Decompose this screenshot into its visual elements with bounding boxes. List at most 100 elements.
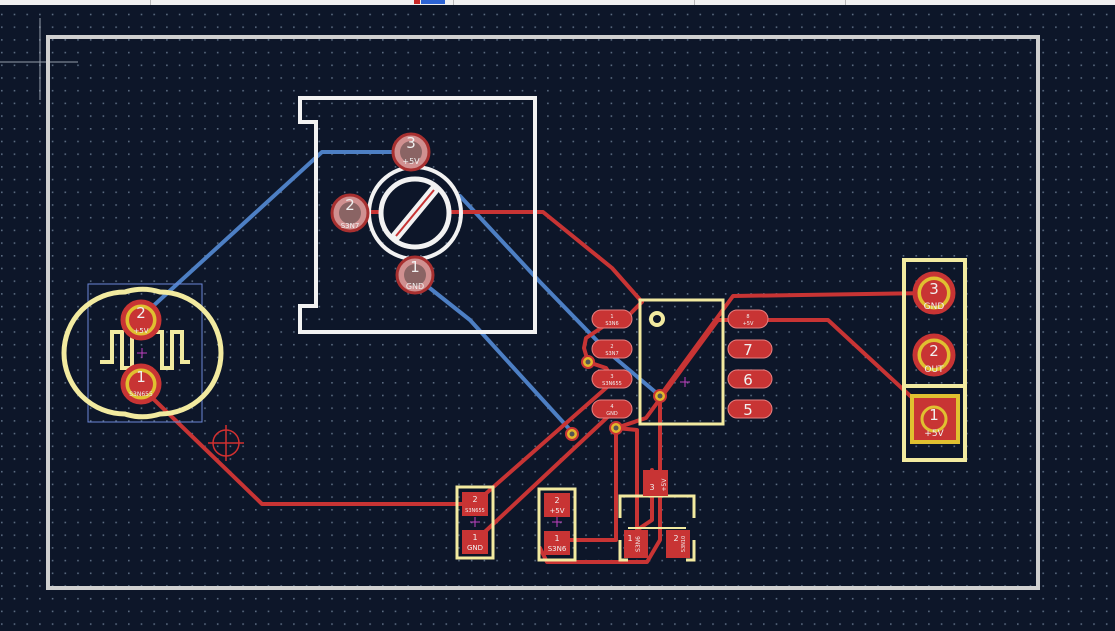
pad-net-label: +5V — [549, 507, 564, 515]
pcb-layout-svg[interactable]: 3 +5V 2 S3N7 1 GND 2 +5V 1 S3N655 — [0, 5, 1115, 627]
pin-number: 3 — [406, 134, 416, 152]
sensor-courtyard — [87, 283, 203, 423]
pad-net-label: S3N6 — [548, 545, 567, 553]
smd-left-footprint[interactable] — [455, 485, 495, 560]
ic-pad-3[interactable]: 3 S3N655 — [591, 369, 633, 389]
potentiometer-slot-track — [395, 189, 435, 237]
ic-footprint[interactable] — [638, 298, 725, 426]
transistor-pad-2[interactable]: 2 S3N10 — [666, 530, 690, 558]
pad-net-label: +5V — [661, 478, 668, 492]
pin-number: 1 — [929, 406, 939, 424]
track-5v-back — [138, 150, 412, 320]
sensor-outline — [61, 286, 224, 420]
ic-body-outline — [638, 298, 725, 426]
pad-number: 2 — [610, 344, 613, 350]
pad-number: 1 — [554, 534, 559, 543]
pad-net-label: GND — [606, 411, 618, 417]
pad-number: 6 — [743, 371, 753, 389]
track-5v-transistor — [614, 426, 639, 550]
ic-pad-1[interactable]: 1 S3N6 — [591, 309, 633, 329]
connector-pin-1[interactable]: 1 +5V — [910, 394, 960, 444]
pot-pin-3[interactable]: 3 +5V — [391, 132, 431, 172]
transistor-pad-1[interactable]: 1 S3N6 — [624, 530, 648, 558]
pad-number: 3 — [649, 483, 654, 492]
track-gnd-right — [538, 291, 936, 564]
ic-pad-8[interactable]: 8 +5V — [727, 309, 769, 329]
pin-number: 2 — [136, 304, 146, 322]
ic-pad-7[interactable]: 7 — [727, 339, 773, 359]
connector-pin-3[interactable]: 3 GND — [912, 271, 956, 315]
smd-mid-silkscreen — [537, 487, 577, 562]
pad-number: 1 — [472, 533, 477, 542]
smd-mid-footprint[interactable] — [537, 487, 577, 562]
pin-number: 2 — [345, 196, 355, 214]
track-s3n7-back — [458, 194, 662, 398]
pad-net-label: S3N7 — [605, 351, 618, 357]
pin-net-label: +5V — [924, 429, 944, 439]
smd-mid-pad-2[interactable]: 2 +5V — [544, 493, 570, 517]
pad-number: 2 — [554, 496, 559, 505]
smd-left-silkscreen — [455, 485, 495, 560]
smd-mid-pad-1[interactable]: 1 S3N6 — [544, 531, 570, 555]
pin-net-label: GND — [406, 282, 424, 291]
back-copper-tracks — [138, 150, 662, 434]
pad-number: 2 — [673, 534, 678, 543]
track-s3n7 — [346, 210, 644, 324]
smd-left-pad-1[interactable]: 1 GND — [462, 530, 488, 554]
toolbar-segment[interactable] — [151, 0, 454, 5]
origin-marker-icon — [208, 425, 244, 461]
window-toolbar-strip — [0, 0, 1115, 5]
layer-color-swatch[interactable] — [421, 0, 445, 4]
pin-net-label: S3N7 — [341, 222, 360, 230]
pad-number: 5 — [743, 401, 753, 419]
pad-net-label: S3N6 — [635, 536, 642, 552]
pad-number: 4 — [610, 404, 613, 410]
connector-pin-2[interactable]: 2 OUT — [912, 333, 956, 377]
pin-number: 2 — [929, 342, 939, 360]
sensor-pin-1[interactable]: 1 S3N655 — [120, 363, 162, 405]
track-s3n6-loop — [582, 320, 612, 364]
pot-pin-1[interactable]: 1 GND — [395, 255, 435, 295]
pin-net-label: OUT — [924, 365, 944, 375]
pad-number: 7 — [743, 341, 753, 359]
ic-pad-6[interactable]: 6 — [727, 369, 773, 389]
potentiometer-silkscreen — [298, 96, 537, 334]
connector-silkscreen — [902, 258, 967, 462]
pad-net-label: S3N655 — [602, 381, 622, 387]
pad-net-label: S3N655 — [465, 508, 485, 514]
pad-net-label: S3N6 — [605, 321, 618, 327]
pad-net-label: +5V — [743, 321, 754, 327]
pin-net-label: GND — [924, 302, 945, 312]
pin-number: 1 — [410, 258, 420, 276]
pin-net-label: S3N655 — [129, 391, 153, 398]
smd-left-pad-2[interactable]: 2 S3N655 — [462, 492, 488, 516]
pin-net-label: +5V — [402, 157, 420, 166]
ic-pad-4[interactable]: 4 GND — [591, 399, 633, 419]
track-gnd-back — [410, 272, 574, 434]
sensor-footprint[interactable] — [61, 283, 224, 423]
pad-number: 1 — [627, 534, 632, 543]
track-5v-connector — [744, 318, 934, 418]
pad-number: 3 — [610, 374, 613, 380]
layer-color-swatch[interactable] — [414, 0, 420, 4]
pad-net-label: S3N10 — [681, 536, 687, 552]
ic-pad-2[interactable]: 2 S3N7 — [591, 339, 633, 359]
pin-net-label: +5V — [133, 327, 148, 335]
pcb-canvas[interactable]: 3 +5V 2 S3N7 1 GND 2 +5V 1 S3N655 — [0, 5, 1115, 627]
toolbar-segment[interactable] — [695, 0, 846, 5]
pad-net-label: GND — [467, 544, 483, 552]
transistor-silkscreen-bottom — [618, 540, 696, 562]
pad-number: 2 — [472, 495, 477, 504]
connector-footprint[interactable] — [902, 258, 967, 462]
transistor-pad-3[interactable]: 3 +5V — [643, 470, 668, 496]
potentiometer-footprint[interactable] — [298, 96, 537, 334]
pad-number: 8 — [746, 314, 749, 320]
toolbar-segment[interactable] — [454, 0, 695, 5]
ic-pad-5[interactable]: 5 — [727, 399, 773, 419]
pot-pin-2[interactable]: 2 S3N7 — [330, 193, 370, 233]
toolbar-segment[interactable] — [0, 0, 151, 5]
sensor-pin-2[interactable]: 2 +5V — [120, 299, 162, 341]
vias — [565, 355, 667, 441]
track-gnd-front — [472, 409, 616, 544]
pin-number: 3 — [929, 280, 939, 298]
